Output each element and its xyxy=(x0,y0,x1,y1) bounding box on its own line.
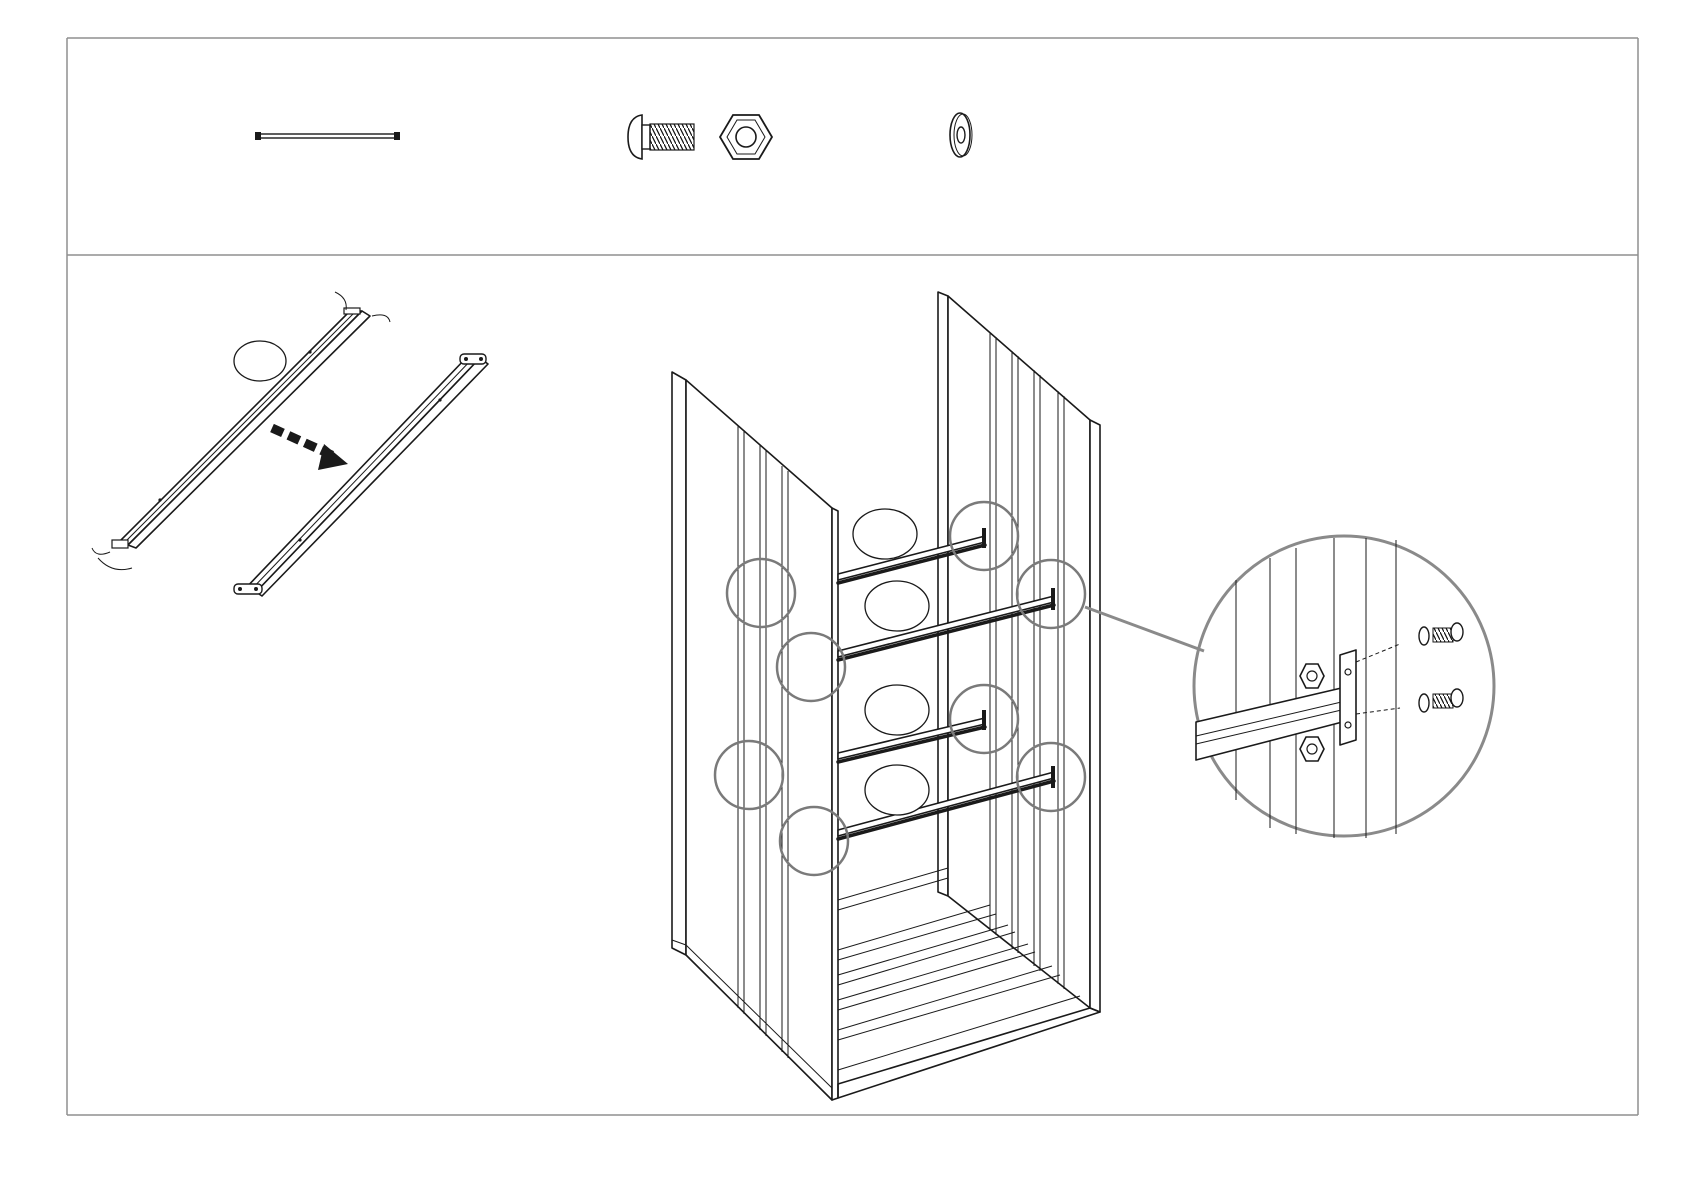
hex-nut-icon xyxy=(720,115,772,159)
washer-icon xyxy=(950,113,972,157)
detail-nut-bottom xyxy=(1300,737,1324,761)
detail-rail xyxy=(1196,650,1356,760)
bolt-icon xyxy=(628,115,694,159)
back-wall-panel xyxy=(938,292,1100,1012)
rail-bar-icon xyxy=(255,132,400,140)
part-label-oval xyxy=(234,341,286,381)
left-wall-panel xyxy=(672,372,838,1100)
detail-bolt-bottom xyxy=(1356,689,1463,714)
dashed-direction-arrow xyxy=(272,428,348,470)
magnified-detail xyxy=(1085,536,1494,838)
detail-bolt-top xyxy=(1356,623,1463,662)
rail-orientation-diagram xyxy=(92,292,488,596)
detail-leader-line xyxy=(1085,607,1204,651)
parts-panel xyxy=(255,113,972,159)
shed-frame-diagram xyxy=(672,292,1100,1100)
detail-nut-top xyxy=(1300,664,1324,688)
